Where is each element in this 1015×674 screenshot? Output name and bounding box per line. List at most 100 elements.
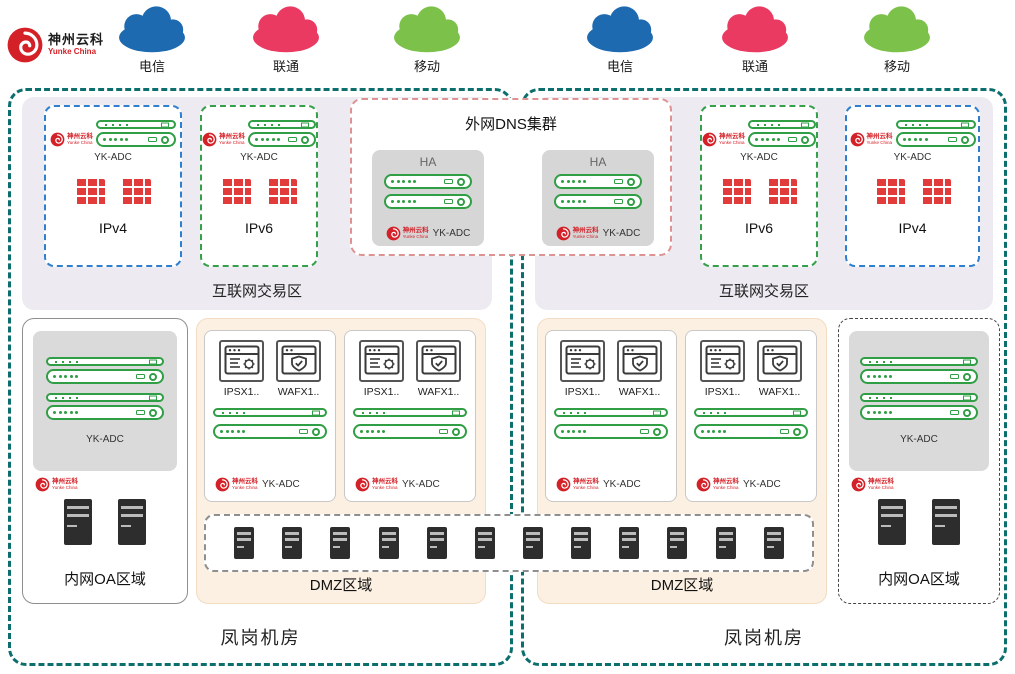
cloud-telecom-2: 电信 bbox=[572, 2, 668, 75]
ips-unit: IPSX1.. bbox=[219, 340, 264, 398]
logo-title: 神州云科 bbox=[572, 227, 599, 234]
cloud-icon bbox=[394, 6, 460, 53]
logo-title: 神州云科 bbox=[719, 133, 745, 140]
adc-appliance-icon bbox=[46, 405, 164, 420]
server-icon bbox=[118, 499, 146, 545]
logo-subtitle: Yunke China bbox=[67, 139, 93, 145]
security-tiles: IPSX1.. WAFX1.. bbox=[700, 340, 802, 398]
server-icon bbox=[932, 499, 960, 545]
server-icon bbox=[378, 527, 399, 559]
logo-title: 神州云科 bbox=[232, 478, 258, 485]
security-tiles: IPSX1.. WAFX1.. bbox=[219, 340, 321, 398]
logo-title: 神州云科 bbox=[372, 478, 398, 485]
cloud-icon bbox=[587, 6, 653, 53]
oa-adc-panel: YK-ADC bbox=[33, 331, 177, 471]
room-label-right: 凤岗机房 bbox=[724, 628, 804, 648]
room-label-left: 凤岗机房 bbox=[220, 628, 301, 648]
oa-zone-label: 内网OA区域 bbox=[64, 571, 146, 588]
datacenter-left bbox=[8, 88, 513, 666]
ips-label: IPSX1.. bbox=[223, 386, 260, 398]
logo-title: 神州云科 bbox=[67, 133, 93, 140]
cloud-icon bbox=[864, 6, 930, 53]
adc-bar-icon bbox=[248, 120, 316, 129]
yunke-china-logo: 神州云科 Yunke China bbox=[6, 26, 104, 64]
security-tiles: IPSX1.. WAFX1.. bbox=[560, 340, 662, 398]
logo-title: 神州云科 bbox=[52, 478, 78, 485]
waf-label: WAFX1.. bbox=[618, 386, 661, 398]
adc-device-icon bbox=[860, 357, 978, 384]
adc-appliance-icon bbox=[554, 194, 642, 209]
oa-zone-label: 内网OA区域 bbox=[878, 571, 960, 588]
ha-label: HA bbox=[589, 155, 607, 169]
waf-icon bbox=[757, 340, 802, 382]
adc-label: YK-ADC bbox=[86, 434, 124, 445]
ips-label: IPSX1.. bbox=[704, 386, 741, 398]
ips-icon bbox=[700, 340, 745, 382]
logo-title: 神州云科 bbox=[868, 478, 894, 485]
firewall-icon bbox=[920, 179, 951, 206]
server-icon bbox=[763, 527, 784, 559]
logo-subtitle: Yunke China bbox=[232, 484, 258, 490]
adc-appliance-icon bbox=[248, 132, 316, 147]
waf-label: WAFX1.. bbox=[758, 386, 801, 398]
trade-zone-label: 互联网交易区 bbox=[718, 283, 809, 300]
server-icon bbox=[571, 527, 592, 559]
cloud-icon bbox=[253, 6, 319, 53]
adc-device-icon bbox=[860, 393, 978, 420]
trade-zone-label: 互联网交易区 bbox=[211, 283, 302, 300]
server-icon bbox=[667, 527, 688, 559]
ips-label: IPSX1.. bbox=[363, 386, 400, 398]
cloud-unicom-2: 联通 bbox=[707, 2, 803, 75]
adc-appliance-icon bbox=[554, 174, 642, 189]
adc-appliance-icon bbox=[384, 174, 472, 189]
yunke-swirl-icon bbox=[7, 27, 43, 63]
adc-appliance-icon bbox=[554, 424, 668, 439]
adc-appliance-icon bbox=[46, 369, 164, 384]
server-icon bbox=[234, 527, 255, 559]
oa-server-group bbox=[839, 499, 999, 545]
adc-bar-icon bbox=[554, 408, 668, 417]
firewall-icon bbox=[121, 179, 151, 206]
adc-bar-icon bbox=[694, 408, 808, 417]
cloud-label: 联通 bbox=[272, 59, 299, 74]
logo-subtitle: Yunke China bbox=[372, 484, 398, 490]
firewall-icon bbox=[221, 179, 251, 206]
logo-subtitle: Yunke China bbox=[48, 46, 97, 56]
logo-subtitle: Yunke China bbox=[572, 233, 599, 239]
logo-subtitle: Yunke China bbox=[713, 484, 739, 490]
adc-label: YK-ADC bbox=[262, 479, 300, 490]
adc-bar-icon bbox=[748, 120, 816, 129]
firewall-icon bbox=[75, 179, 105, 206]
zone-label: IPv4 bbox=[898, 220, 927, 236]
server-icon bbox=[522, 527, 543, 559]
adc-label: YK-ADC bbox=[602, 228, 641, 239]
waf-icon bbox=[416, 340, 461, 382]
waf-unit: WAFX1.. bbox=[757, 340, 802, 398]
dmz-zone-label: DMZ区域 bbox=[309, 577, 373, 594]
ips-unit: IPSX1.. bbox=[700, 340, 745, 398]
adc-appliance-icon bbox=[694, 424, 808, 439]
adc-appliance-icon bbox=[895, 132, 976, 147]
adc-label: YK-ADC bbox=[743, 479, 781, 490]
waf-unit: WAFX1.. bbox=[617, 340, 662, 398]
adc-appliance-icon bbox=[353, 424, 467, 439]
adc-label: YK-ADC bbox=[402, 479, 440, 490]
cloud-label: 移动 bbox=[883, 59, 910, 74]
firewall-icon bbox=[767, 179, 797, 206]
logo-subtitle: Yunke China bbox=[219, 139, 245, 145]
logo-subtitle: Yunke China bbox=[52, 484, 78, 490]
